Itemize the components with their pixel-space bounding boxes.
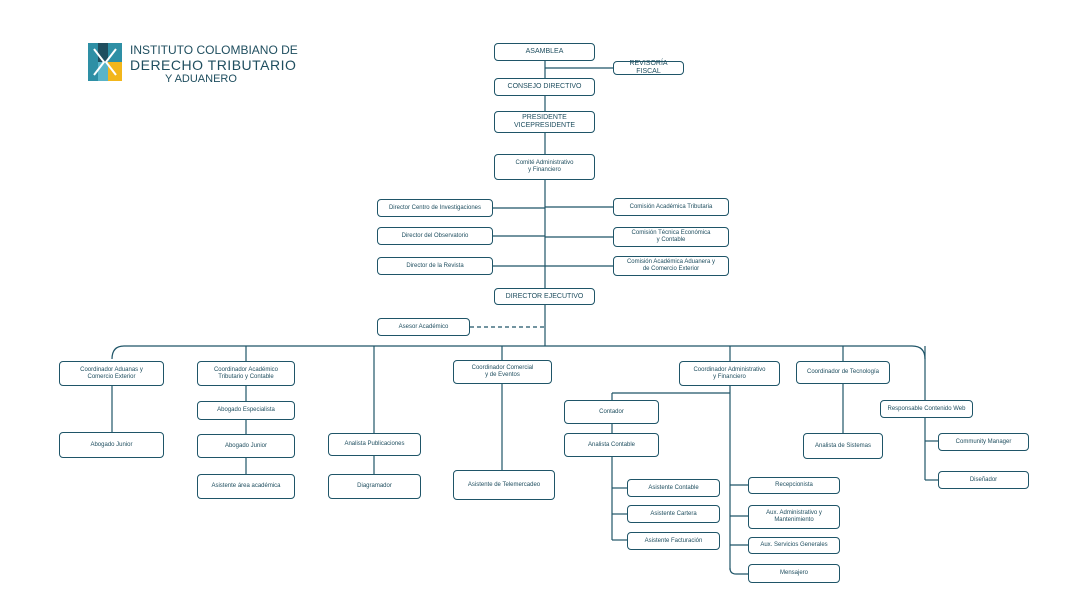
node-disenador: Diseñador bbox=[938, 471, 1029, 489]
node-analista-sistemas: Analista de Sistemas bbox=[803, 433, 883, 459]
node-comite-administrativo: Comité Administrativo y Financiero bbox=[494, 154, 595, 180]
node-asistente-telemercadeo: Asistente de Telemercadeo bbox=[453, 470, 555, 500]
node-revisoria-fiscal: REVISORÍA FISCAL bbox=[613, 60, 684, 75]
node-director-observatorio: Director del Observatorio bbox=[377, 227, 493, 245]
node-presidente: PRESIDENTE VICEPRESIDENTE bbox=[494, 111, 595, 133]
logo-line-2: DERECHO TRIBUTARIO bbox=[130, 57, 297, 73]
node-analista-contable: Analista Contable bbox=[564, 433, 659, 457]
node-asesor-academico: Asesor Académico bbox=[377, 318, 470, 336]
node-coordinador-comercial: Coordinador Comercial y de Eventos bbox=[453, 360, 552, 384]
node-community-manager: Community Manager bbox=[938, 433, 1029, 451]
node-asistente-cartera: Asistente Cartera bbox=[627, 505, 720, 523]
node-coordinador-tecnologia: Coordinador de Tecnología bbox=[796, 361, 890, 384]
node-coordinador-aduanas: Coordinador Aduanas y Comercio Exterior bbox=[59, 361, 164, 386]
node-responsable-contenido-web: Responsable Contenido Web bbox=[880, 400, 973, 418]
node-recepcionista: Recepcionista bbox=[748, 477, 840, 494]
logo-line-3: Y ADUANERO bbox=[165, 73, 237, 85]
node-asistente-area-academica: Asistente área académica bbox=[197, 474, 295, 499]
node-analista-publicaciones: Analista Publicaciones bbox=[328, 433, 421, 456]
node-asamblea: ASAMBLEA bbox=[494, 43, 595, 61]
node-asistente-contable: Asistente Contable bbox=[627, 479, 720, 497]
node-director-revista: Director de la Revista bbox=[377, 257, 493, 275]
logo-line-1: INSTITUTO COLOMBIANO DE bbox=[130, 43, 298, 57]
node-diagramador: Diagramador bbox=[328, 474, 421, 499]
node-coordinador-academico: Coordinador Académico Tributario y Conta… bbox=[197, 361, 295, 386]
node-director-centro-investigaciones: Director Centro de Investigaciones bbox=[377, 199, 493, 217]
node-comision-aduanera: Comisión Académica Aduanera y de Comerci… bbox=[613, 256, 729, 276]
node-abogado-especialista: Abogado Especialista bbox=[197, 401, 295, 420]
node-comision-tributaria: Comisión Académica Tributaria bbox=[613, 198, 729, 216]
node-comision-tecnica: Comisión Técnica Económica y Contable bbox=[613, 227, 729, 247]
node-coordinador-administrativo: Coordinador Administrativo y Financiero bbox=[679, 361, 780, 386]
node-contador: Contador bbox=[564, 400, 659, 424]
node-consejo-directivo: CONSEJO DIRECTIVO bbox=[494, 78, 595, 96]
node-mensajero: Mensajero bbox=[748, 564, 840, 583]
node-aux-administrativo: Aux. Administrativo y Mantenimiento bbox=[748, 505, 840, 529]
node-asistente-facturacion: Asistente Facturación bbox=[627, 532, 720, 550]
node-abogado-junior-academico: Abogado Junior bbox=[197, 434, 295, 458]
node-aux-servicios-generales: Aux. Servicios Generales bbox=[748, 537, 840, 554]
node-director-ejecutivo: DIRECTOR EJECUTIVO bbox=[494, 288, 595, 305]
logo-icon bbox=[88, 43, 122, 81]
node-abogado-junior-aduanas: Abogado Junior bbox=[59, 432, 164, 458]
